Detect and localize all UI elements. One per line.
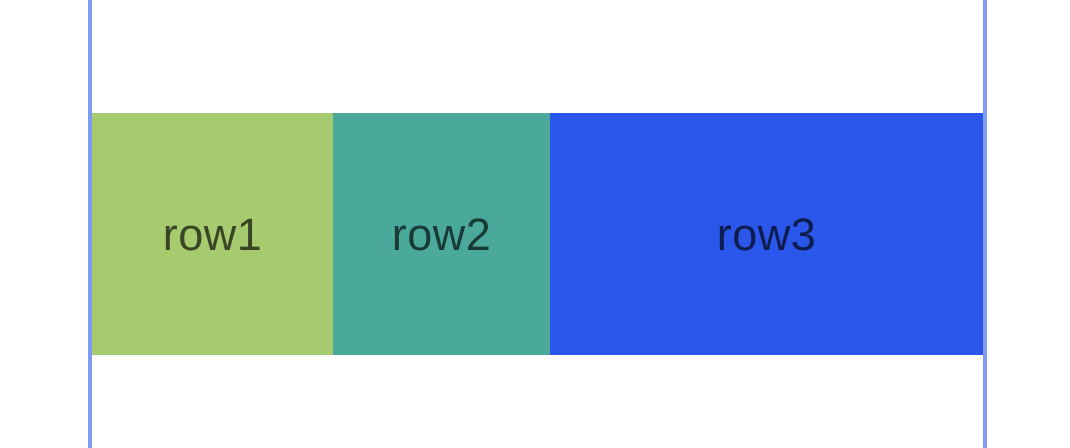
right-guide-line	[983, 0, 987, 448]
cell-row3-label: row3	[716, 208, 817, 260]
cell-row1-label: row1	[162, 208, 263, 260]
cell-row2[interactable]: row2	[333, 113, 550, 355]
row-strip: row1 row2 row3	[92, 113, 983, 355]
cell-row3[interactable]: row3	[550, 113, 983, 355]
cell-row1[interactable]: row1	[92, 113, 333, 355]
left-guide-line	[88, 0, 92, 448]
cell-row2-label: row2	[391, 208, 492, 260]
